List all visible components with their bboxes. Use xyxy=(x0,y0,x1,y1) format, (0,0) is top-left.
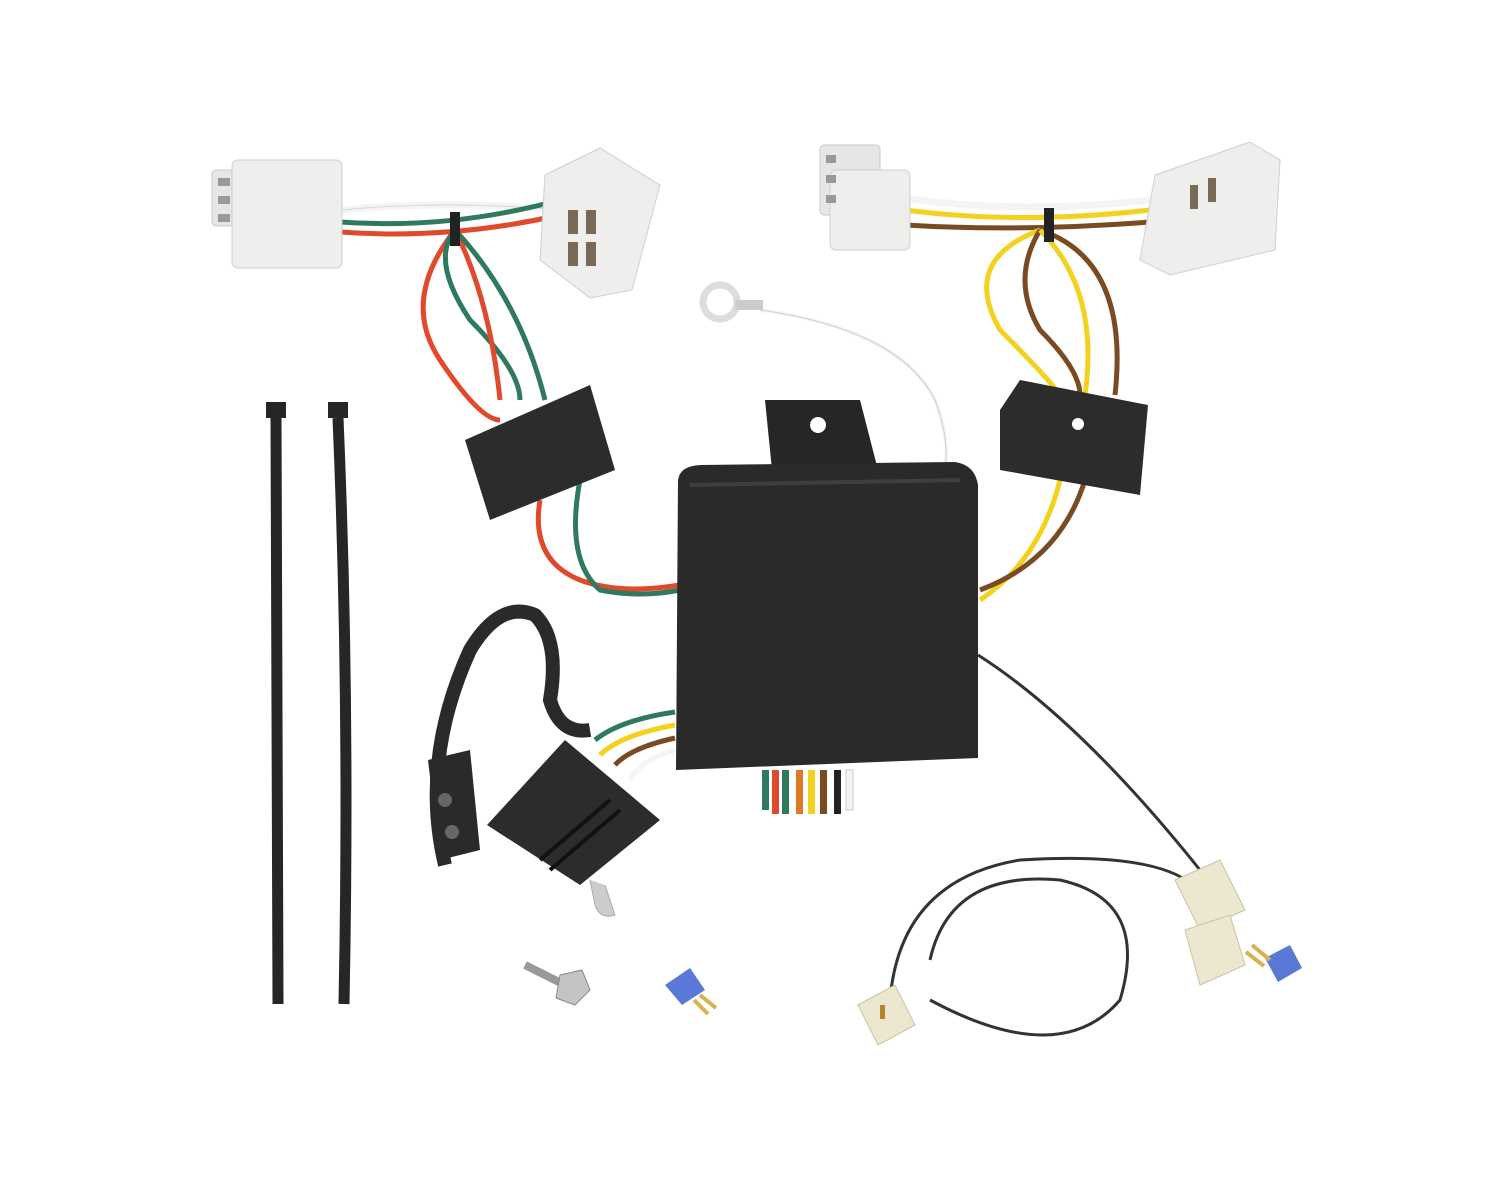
converter-module xyxy=(676,400,978,814)
power-wire-connector-male xyxy=(857,984,916,1046)
self-tapping-screw xyxy=(523,961,591,1006)
power-wire xyxy=(888,653,1207,1037)
cable-tie-right xyxy=(328,402,352,1005)
four-way-flat-connector xyxy=(428,604,676,917)
mini-fuse-left xyxy=(665,968,718,1016)
mini-fuse-right xyxy=(1244,943,1302,982)
right-splice-block xyxy=(1000,380,1148,495)
module-output-wires xyxy=(762,769,854,814)
left-harness-wires xyxy=(339,197,681,597)
right-vehicle-connector-b xyxy=(1139,141,1281,276)
right-harness-wires xyxy=(904,194,1151,603)
cable-tie-left xyxy=(266,402,286,1005)
left-vehicle-connector-a xyxy=(211,159,343,269)
right-vehicle-connector-a xyxy=(819,144,911,251)
ground-wire xyxy=(699,281,949,471)
left-splice-block xyxy=(465,385,615,520)
power-wire-connector-female xyxy=(1174,859,1246,986)
left-vehicle-connector-b xyxy=(539,147,661,299)
